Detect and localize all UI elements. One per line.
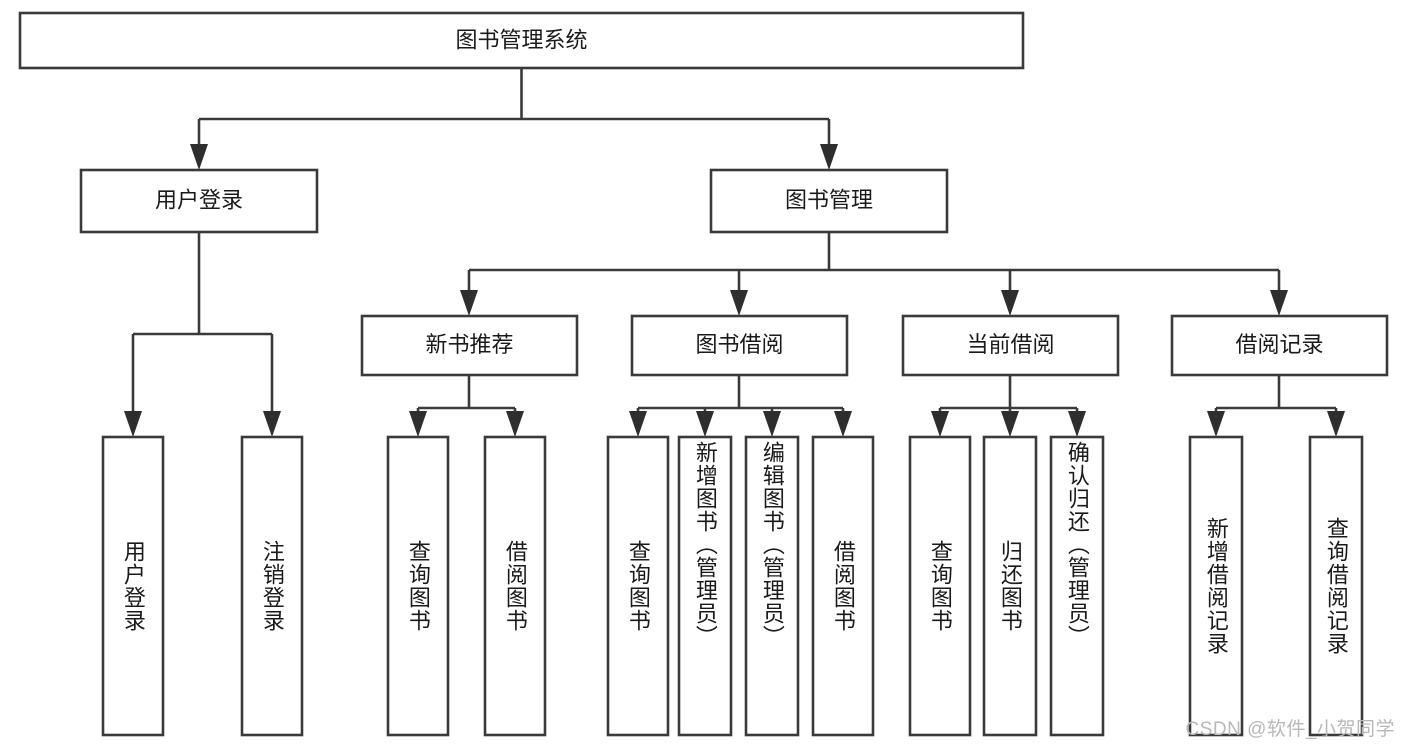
arrow-head-book-borrow xyxy=(730,290,748,316)
arrow-head-leaf-edit-book xyxy=(763,411,781,437)
node-book-borrow-label: 图书借阅 xyxy=(695,332,783,357)
node-borrow-record-label: 借阅记录 xyxy=(1235,332,1323,357)
node-current-borrow[interactable]: 当前借阅 xyxy=(901,314,1120,377)
node-leaf-borrow-book-2-rect[interactable] xyxy=(811,435,875,737)
node-user-login[interactable]: 用户登录 xyxy=(79,168,319,234)
node-user-login-rect[interactable] xyxy=(79,168,319,234)
node-leaf-add-record-rect[interactable] xyxy=(1188,435,1244,737)
node-book-manage[interactable]: 图书管理 xyxy=(709,168,949,234)
arrow-head-leaf-return-book xyxy=(1001,411,1019,437)
node-leaf-query-book-1-rect[interactable] xyxy=(386,435,450,737)
nodes-layer: 图书管理系统 用户登录 图书管理 新书推荐 图书借阅 当前 xyxy=(18,11,1389,737)
arrow-head-user-login xyxy=(190,144,208,170)
node-book-borrow[interactable]: 图书借阅 xyxy=(630,314,849,377)
arrow-head-current-borrow xyxy=(1001,290,1019,316)
node-book-manage-rect[interactable] xyxy=(709,168,949,234)
arrow-head-leaf-confirm-return xyxy=(1068,411,1086,437)
arrow-head-borrow-record xyxy=(1270,290,1288,316)
connectors-layer xyxy=(124,68,1345,437)
arrow-head-leaf-query-book-1 xyxy=(409,411,427,437)
arrow-head-leaf-borrow-book-2 xyxy=(834,411,852,437)
node-current-borrow-label: 当前借阅 xyxy=(966,332,1054,357)
arrow-head-leaf-query-book-3 xyxy=(931,411,949,437)
arrow-head-leaf-query-record xyxy=(1327,411,1345,437)
node-new-book-recommend-label: 新书推荐 xyxy=(425,332,513,357)
node-book-manage-label: 图书管理 xyxy=(785,187,873,212)
node-borrow-record-rect[interactable] xyxy=(1170,314,1389,377)
node-leaf-confirm-return-rect[interactable] xyxy=(1049,435,1105,737)
arrow-head-leaf-borrow-book-1 xyxy=(506,411,524,437)
arrow-head-leaf-add-record xyxy=(1207,411,1225,437)
node-leaf-return-book-rect[interactable] xyxy=(982,435,1038,737)
node-leaf-edit-book-rect[interactable] xyxy=(744,435,800,737)
node-current-borrow-rect[interactable] xyxy=(901,314,1120,377)
arrow-head-new-book-recommend xyxy=(460,290,478,316)
node-user-login-label: 用户登录 xyxy=(155,187,243,212)
node-leaf-query-book-3-rect[interactable] xyxy=(908,435,972,737)
node-root-label: 图书管理系统 xyxy=(455,27,587,52)
arrow-head-leaf-query-book-2 xyxy=(629,411,647,437)
node-leaf-query-record-rect[interactable] xyxy=(1308,435,1364,737)
node-new-book-recommend[interactable]: 新书推荐 xyxy=(360,314,579,377)
node-book-borrow-rect[interactable] xyxy=(630,314,849,377)
node-borrow-record[interactable]: 借阅记录 xyxy=(1170,314,1389,377)
arrow-head-leaf-logout xyxy=(263,411,281,437)
node-root[interactable]: 图书管理系统 xyxy=(18,11,1025,70)
node-leaf-logout-rect[interactable] xyxy=(240,435,304,737)
arrow-head-leaf-user-login xyxy=(124,411,142,437)
node-root-rect[interactable] xyxy=(18,11,1025,70)
node-leaf-query-book-2-rect[interactable] xyxy=(606,435,670,737)
node-new-book-recommend-rect[interactable] xyxy=(360,314,579,377)
csdn-watermark: CSDN @软件_小贺同学 xyxy=(1185,719,1395,740)
arrow-head-book-manage xyxy=(820,144,838,170)
node-leaf-borrow-book-1-rect[interactable] xyxy=(483,435,547,737)
node-leaf-add-book-rect[interactable] xyxy=(677,435,733,737)
node-leaf-user-login-rect[interactable] xyxy=(101,435,165,737)
arrow-head-leaf-add-book xyxy=(696,411,714,437)
